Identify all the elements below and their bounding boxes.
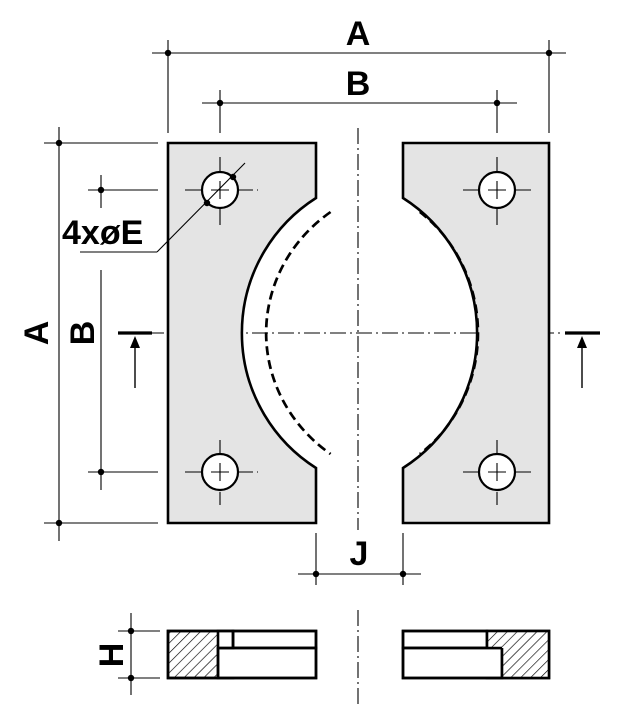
left-bolt-circle-arc: [264, 210, 332, 456]
dimension-label-hole-spacing-width: B: [346, 65, 371, 103]
dimension-hole-spacing-height: B: [64, 175, 158, 490]
dimension-overall-width: A: [152, 15, 566, 133]
hole-bottom-right: [463, 440, 535, 505]
hole-top-left: [185, 157, 258, 225]
hole-top-right: [463, 157, 535, 225]
dimension-label-gap: J: [350, 535, 369, 573]
mounting-holes: [185, 157, 535, 505]
dimension-label-thickness: H: [93, 643, 131, 668]
section-marker-right: [565, 331, 600, 388]
dimension-label-overall-width: A: [346, 15, 371, 53]
dimension-hole-spacing-width: B: [202, 65, 517, 133]
section-view-right: [401, 629, 551, 680]
section-marker-left: [118, 331, 152, 388]
right-bolt-circle-arc: [419, 210, 480, 456]
dimension-label-overall-height: A: [18, 321, 56, 346]
dimension-gap: J: [298, 533, 421, 585]
right-plate-outline: [401, 141, 551, 525]
hole-callout: 4xøE: [62, 162, 246, 253]
right-clamp-plate: [401, 141, 551, 525]
hole-callout-label: 4xøE: [62, 214, 143, 252]
left-clamp-plate: [166, 141, 332, 525]
dimension-thickness: H: [93, 613, 160, 695]
section-view-left: [166, 629, 318, 680]
left-plate-outline: [166, 141, 318, 525]
dimension-label-hole-spacing-height: B: [64, 321, 102, 346]
dimension-overall-height: A: [18, 127, 158, 541]
hole-bottom-left: [185, 440, 258, 505]
